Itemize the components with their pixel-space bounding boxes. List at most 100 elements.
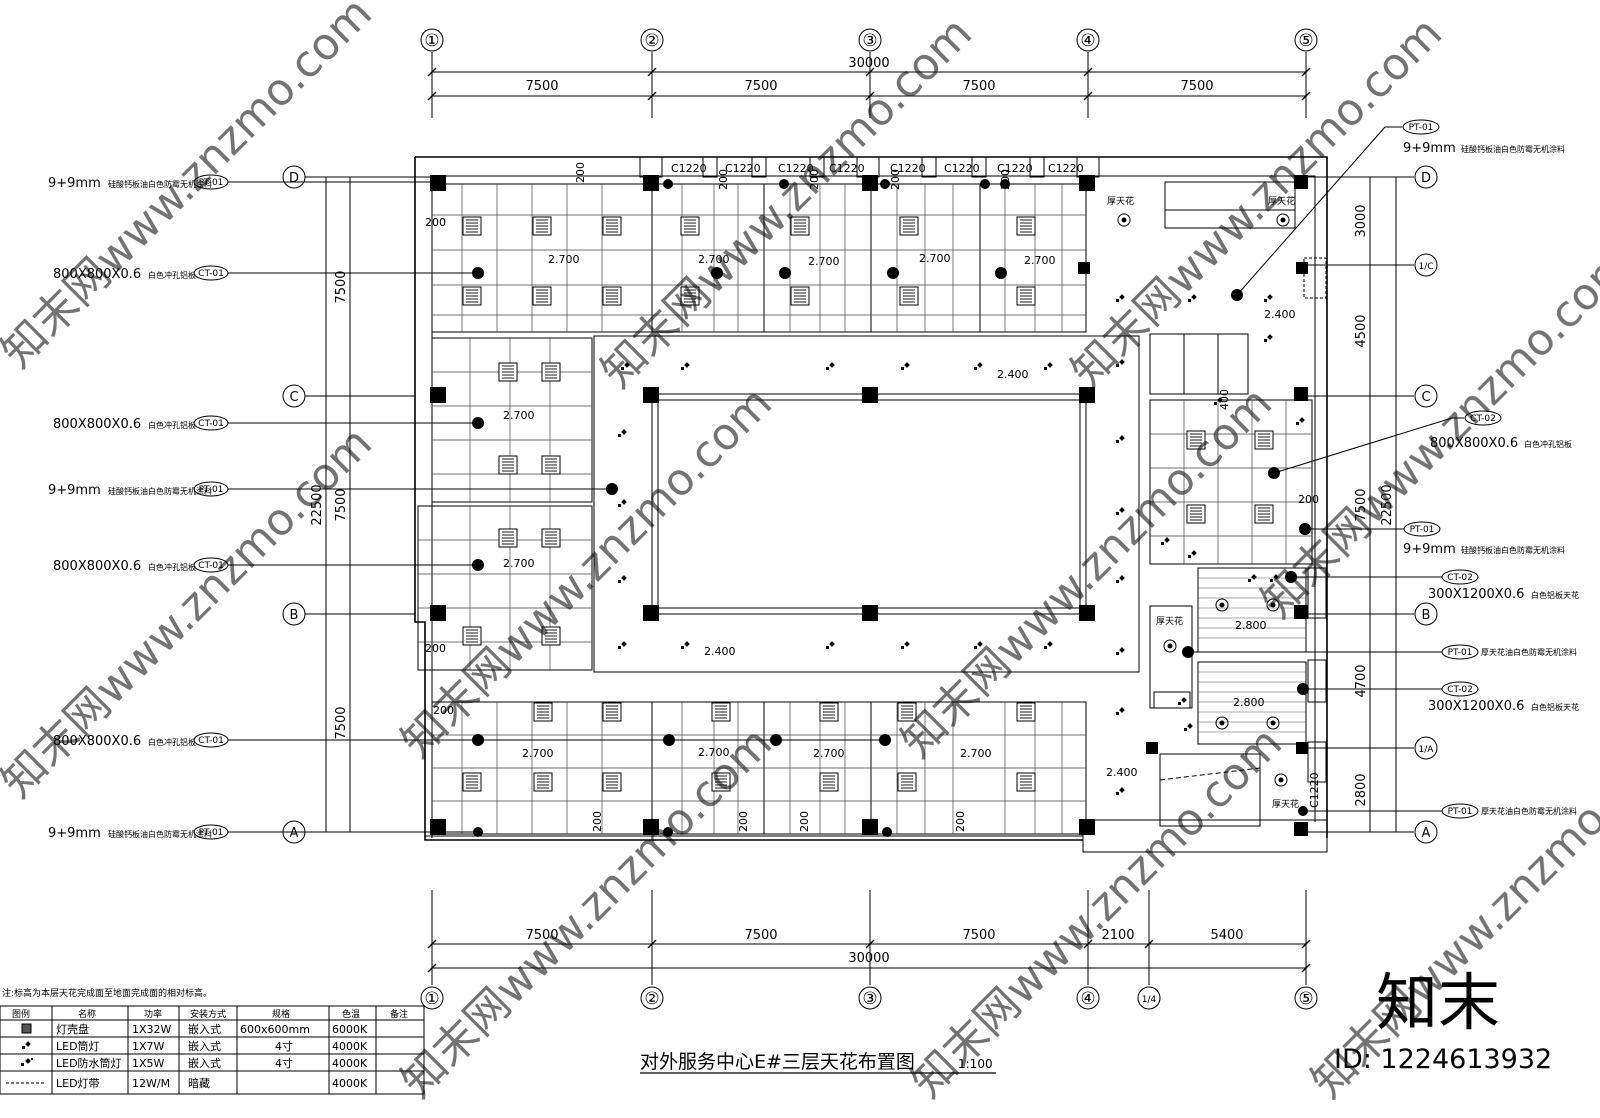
offset-label: 200: [425, 642, 446, 655]
light-panel: [602, 702, 622, 722]
small-downlight: [1264, 334, 1273, 342]
axis-col-1: ①: [424, 31, 439, 51]
callout-spec: 厚天花油白色防霉无机涂料: [1481, 806, 1577, 816]
small-downlight: [1264, 294, 1273, 302]
drawing-scale: 1:100: [958, 1057, 993, 1071]
callout-tag: PT-01: [199, 828, 224, 838]
legend-power: 1X5W: [132, 1057, 165, 1070]
callout-tag: CT-01: [198, 419, 224, 429]
window-label: C1220: [829, 162, 865, 175]
light-panel: [711, 702, 731, 722]
offset-label: 200: [433, 704, 454, 717]
window-label: C1220: [671, 162, 707, 175]
axis-row-a-right: A: [1422, 826, 1431, 841]
callout-left-4: 9+9mm 硅酸钙板油白色防霉无机涂料 PT-01: [48, 483, 223, 498]
height-label: 2.800: [1233, 696, 1265, 709]
offset-label: 200: [591, 811, 604, 832]
callout-spec: 硅酸钙板油白色防霉无机涂料: [108, 829, 212, 839]
axis-row-b-left: B: [290, 608, 299, 623]
height-label: 2.700: [548, 253, 580, 266]
legend-power: 1X32W: [132, 1023, 172, 1036]
axis-row-1c-right: 1/C: [1418, 262, 1433, 272]
callout-tag: PT-01: [1448, 807, 1473, 817]
drawing-title-text: 对外服务中心E#三层天花布置图: [640, 1051, 915, 1073]
legend-headers: 图例 名称 功率 安装方式 规格 色温 备注: [12, 1008, 408, 1020]
light-panel: [541, 455, 561, 475]
legend-temp: 4000K: [332, 1057, 368, 1070]
dim-bottom-span-2: 7500: [744, 928, 777, 943]
legend-install: 暗藏: [188, 1076, 210, 1090]
callout-right-6: CT-02 300X1200X0.6 白色铝板天花: [1428, 685, 1579, 714]
callout-left-1: 9+9mm 硅酸钙板油白色防霉无机涂料 PT-01: [48, 176, 223, 191]
callout-material: 9+9mm: [48, 176, 101, 191]
callout-right-2: CT-02 800X800X0.6 白色冲孔铝板: [1430, 414, 1572, 451]
light-panel: [711, 772, 731, 792]
light-panel: [462, 216, 482, 236]
height-label: 2.700: [1024, 254, 1056, 267]
axis-col-1-bottom: ①: [424, 989, 439, 1009]
light-panel: [899, 286, 919, 306]
small-downlight: [618, 575, 627, 583]
legend-grid: [0, 1005, 425, 1095]
dim-right-span-2: 4500: [1354, 314, 1369, 347]
light-panel: [541, 626, 561, 646]
callout-spec: 白色冲孔铝板: [148, 270, 196, 280]
light-panel: [680, 216, 700, 236]
callout-spec: 白色铝板天花: [1531, 590, 1579, 600]
axis-row-c-left: C: [289, 390, 298, 405]
legend-row-4: LED灯带 12W/M 暗藏 4000K: [56, 1076, 368, 1090]
dim-bottom-span-3: 7500: [962, 928, 995, 943]
axis-row-1a-right: 1/A: [1419, 745, 1435, 755]
small-downlight: [681, 362, 690, 370]
spot-labels: C1220 C1220 C1220 C1220 C1220 C1220 C122…: [425, 162, 1321, 832]
height-label: 2.400: [1106, 766, 1138, 779]
callout-material: 9+9mm: [1403, 542, 1456, 557]
legend-power: 1X7W: [132, 1040, 165, 1053]
callout-leaders: [228, 126, 1464, 833]
brand-watermark: 知末 ID: 1224613932: [1334, 966, 1552, 1075]
window-label: C1220: [725, 162, 761, 175]
callout-right-5: PT-01 厚天花油白色防霉无机涂料: [1448, 647, 1577, 658]
legend-spec: 4寸: [275, 1039, 293, 1053]
light-panel: [541, 362, 561, 382]
callout-tag: CT-01: [198, 736, 224, 746]
legend-header: 安装方式: [190, 1008, 226, 1020]
window-label: C1220: [778, 162, 814, 175]
left-callouts: 9+9mm 硅酸钙板油白色防霉无机涂料 PT-01 800X800X0.6 白色…: [48, 176, 224, 841]
small-downlight: [1184, 723, 1193, 731]
dim-top-total: 30000: [848, 56, 889, 71]
watermark-text: 知末网www.znzmo.com: [592, 7, 982, 397]
callout-tag: PT-01: [199, 485, 224, 495]
axis-row-d-right: D: [1421, 171, 1431, 186]
light-panel: [462, 286, 482, 306]
small-downlight: [1116, 507, 1125, 515]
small-downlight: [974, 641, 983, 649]
light-panel: [1016, 216, 1036, 236]
axis-col-2: ②: [644, 31, 659, 51]
dim-bottom-span-1: 7500: [525, 928, 558, 943]
right-callouts: PT-01 9+9mm 硅酸钙板油白色防霉无机涂料 CT-02 800X800X…: [1403, 123, 1579, 817]
legend-row-2: LED筒灯 1X7W 嵌入式 4寸 4000K: [56, 1039, 368, 1053]
small-downlight: [1044, 362, 1053, 370]
callout-right-3: PT-01 9+9mm 硅酸钙板油白色防霉无机涂料: [1403, 525, 1565, 557]
dim-top-span-4: 7500: [1180, 79, 1213, 94]
legend-temp: 6000K: [332, 1023, 368, 1036]
legend-header: 规格: [272, 1008, 290, 1020]
callout-material: 9+9mm: [1403, 141, 1456, 156]
height-label: 2.700: [808, 255, 840, 268]
height-label: 2.700: [503, 409, 535, 422]
callout-material: 9+9mm: [48, 826, 101, 841]
offset-label: 200: [889, 169, 902, 190]
small-downlight: [826, 362, 835, 370]
legend-symbols: [6, 1023, 46, 1084]
legend-header: 备注: [390, 1008, 408, 1020]
height-label: 2.800: [1235, 619, 1267, 632]
height-label: 2.400: [1264, 308, 1296, 321]
thick-ceiling-label: 厚天花: [1272, 798, 1299, 810]
height-label: 2.700: [813, 747, 845, 760]
dim-top-span-2: 7500: [744, 79, 777, 94]
light-panel: [602, 286, 622, 306]
light-panel: [1186, 504, 1206, 524]
light-panel: [533, 702, 553, 722]
light-panel: [498, 528, 518, 548]
